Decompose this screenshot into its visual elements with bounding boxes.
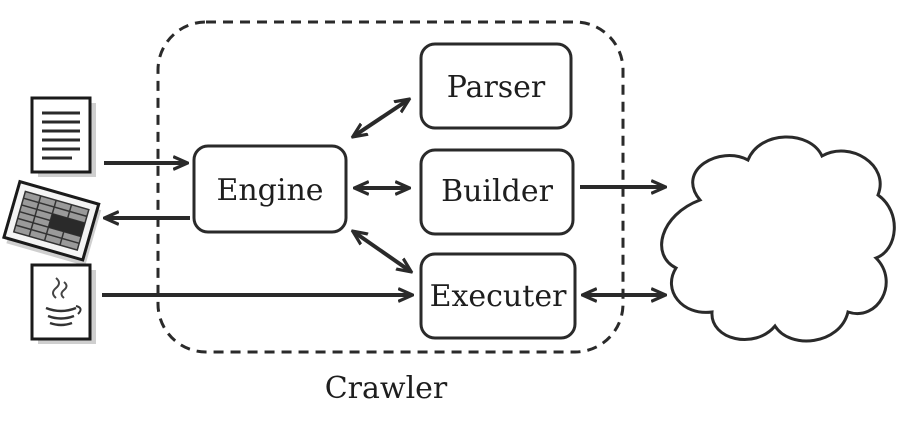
spreadsheet-icon	[2, 179, 102, 266]
parser-box: Parser	[419, 42, 573, 130]
builder-box: Builder	[419, 148, 575, 236]
engine-label: Engine	[216, 173, 323, 208]
executer-label: Executer	[430, 279, 568, 314]
engine-executer-arrow	[354, 232, 410, 271]
cloud-icon	[660, 135, 896, 343]
text-document-icon	[30, 96, 96, 177]
crawler-label: Crawler	[325, 371, 448, 406]
engine-box: Engine	[192, 144, 348, 234]
parser-label: Parser	[447, 70, 546, 105]
executer-box: Executer	[419, 252, 577, 340]
engine-parser-arrow	[354, 100, 408, 136]
builder-label: Builder	[441, 174, 554, 209]
java-file-icon	[30, 263, 96, 344]
